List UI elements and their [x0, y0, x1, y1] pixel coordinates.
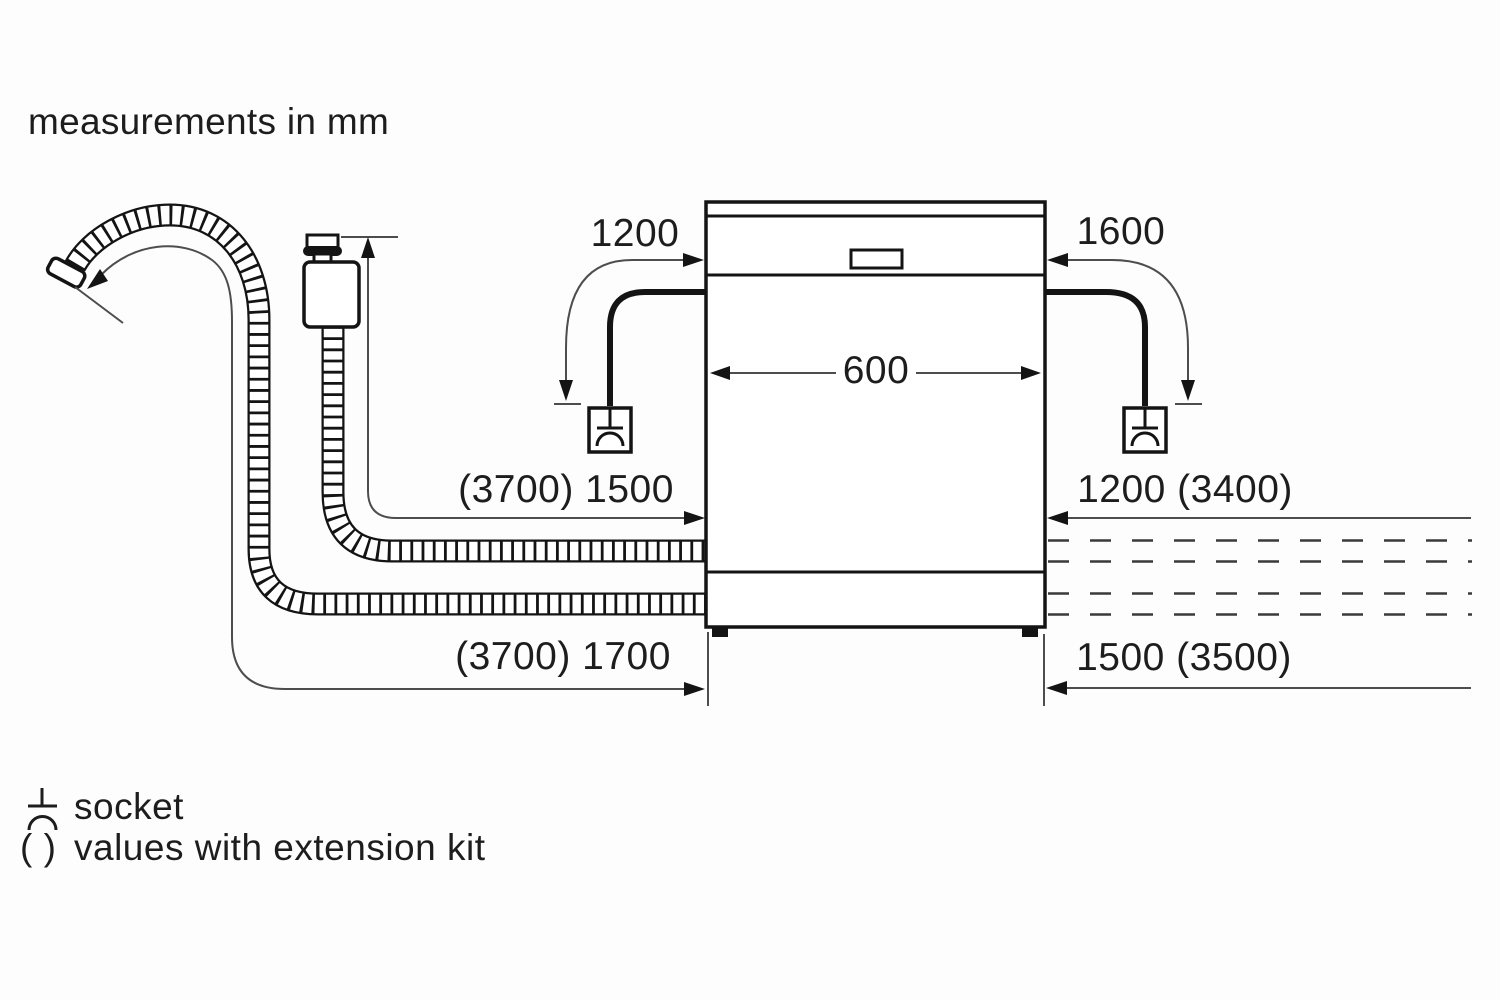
drain-hose-end-cap [45, 256, 87, 289]
appliance-outline [704, 200, 1047, 637]
control-panel-display [849, 248, 904, 270]
legend-extension-label: values with extension kit [74, 827, 486, 868]
appliance-foot-right [1022, 627, 1038, 637]
units-note: measurements in mm [28, 101, 390, 142]
supply-hose-dimension [341, 236, 705, 525]
supply-hose-length-label: (3700) 1500 [458, 468, 674, 511]
socket-icon [595, 409, 625, 447]
socket-icon [1130, 409, 1160, 447]
appliance-foot-left [712, 627, 728, 637]
drain-hose-dimension [74, 245, 705, 696]
drain-hose-length-label: (3700) 1700 [455, 635, 671, 678]
appliance-width-label: 600 [842, 349, 910, 392]
right-cord-dimension [1047, 253, 1202, 405]
right-cord-length-label: 1600 [1076, 210, 1166, 253]
power-cord-left [607, 289, 706, 406]
aquastop-valve [302, 233, 361, 329]
socket-box-right [1122, 406, 1168, 454]
right-upper-length-label: 1200 (3400) [1077, 468, 1293, 511]
power-cord-right [1045, 289, 1148, 406]
drain-hose [45, 203, 710, 616]
legend-extension-prefix: ( ) [20, 827, 57, 868]
socket-box-left [587, 406, 633, 454]
socket-icon [27, 788, 58, 831]
right-lower-dimension [1043, 634, 1471, 706]
right-lower-length-label: 1500 (3500) [1076, 636, 1292, 679]
width-dimension [710, 366, 1041, 380]
supply-hose [321, 326, 710, 563]
right-upper-dimension [1047, 511, 1471, 525]
left-cord-dimension [554, 253, 704, 405]
legend-socket-label: socket [74, 786, 184, 827]
left-cord-length-label: 1200 [590, 212, 680, 255]
hose-continuation-dashed [1048, 539, 1472, 616]
